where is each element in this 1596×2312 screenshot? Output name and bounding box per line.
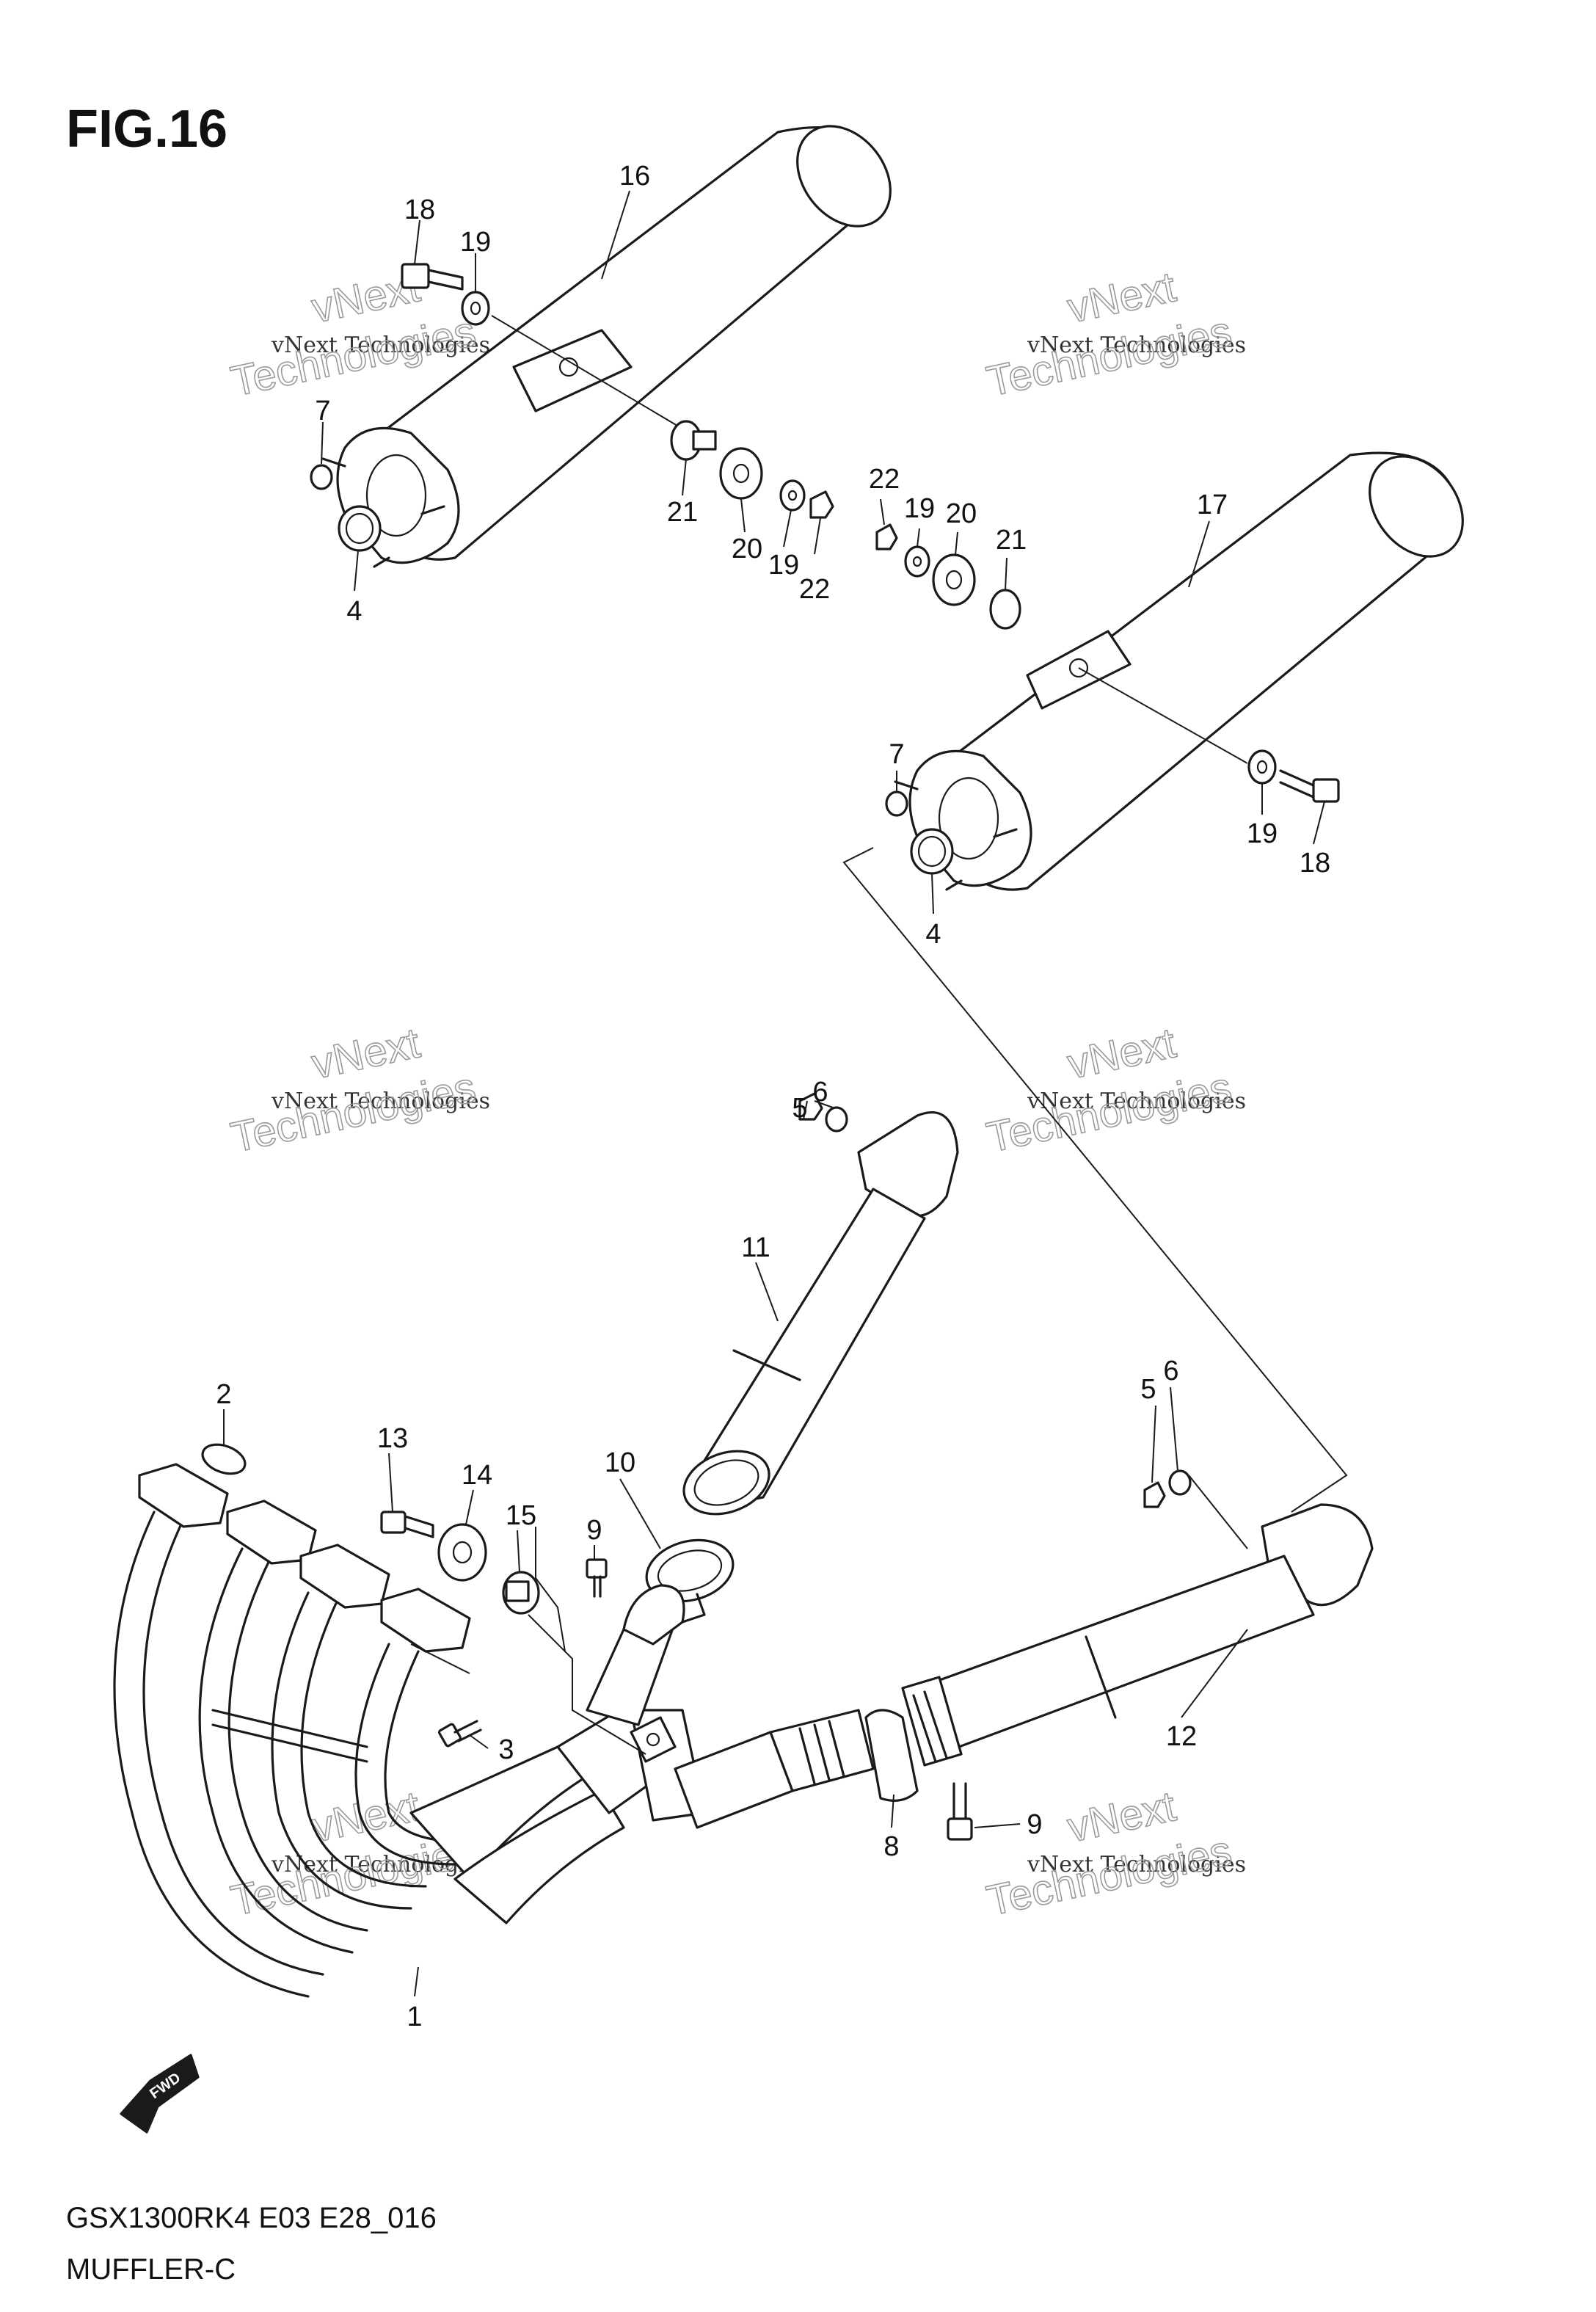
connecting-pipe-11 xyxy=(682,1092,959,1516)
callout-19: 19 xyxy=(904,493,935,524)
callout-2: 2 xyxy=(216,1379,231,1410)
muffler-right-hardware xyxy=(875,523,1340,875)
callout-21: 21 xyxy=(667,497,698,528)
callout-19: 19 xyxy=(1247,818,1278,849)
callout-20: 20 xyxy=(946,498,977,529)
callout-numbers: 18 19 16 7 4 21 20 19 22 22 19 20 21 17 … xyxy=(216,161,1330,2032)
connecting-pipe-12 xyxy=(901,1469,1374,1767)
watermark-text: vNext Technologies xyxy=(271,332,490,358)
callout-16: 16 xyxy=(619,161,650,192)
callout-7: 7 xyxy=(315,396,330,426)
watermark-text: vNext Technologies xyxy=(1027,1088,1246,1114)
callout-10: 10 xyxy=(605,1447,635,1478)
section-name-caption: MUFFLER-C xyxy=(66,2253,236,2286)
callout-3: 3 xyxy=(498,1734,514,1765)
callout-1: 1 xyxy=(407,2002,422,2032)
forward-direction-arrow: FWD xyxy=(120,2054,200,2134)
watermark-text: vNext Technologies xyxy=(1027,1852,1246,1877)
callout-4: 4 xyxy=(346,596,362,627)
callout-19: 19 xyxy=(460,227,491,258)
callout-4: 4 xyxy=(925,919,941,950)
callout-7: 7 xyxy=(889,739,904,770)
callout-13: 13 xyxy=(377,1423,408,1454)
callout-8: 8 xyxy=(883,1831,899,1862)
callout-15: 15 xyxy=(506,1500,536,1531)
watermark-text: vNext Technologies xyxy=(1027,332,1246,358)
callout-18: 18 xyxy=(404,195,435,225)
callout-22: 22 xyxy=(869,464,900,495)
bolt-9-lower xyxy=(947,1782,973,1841)
callout-9: 9 xyxy=(1027,1809,1042,1840)
callout-9: 9 xyxy=(586,1515,602,1546)
callout-leaders xyxy=(223,190,1325,1997)
callout-18: 18 xyxy=(1300,848,1330,879)
callout-17: 17 xyxy=(1197,490,1228,520)
callout-14: 14 xyxy=(462,1460,492,1491)
callout-11: 11 xyxy=(741,1232,770,1263)
exhaust-manifold-1 xyxy=(113,1463,875,1998)
muffler-left-hardware xyxy=(310,263,834,552)
callout-6: 6 xyxy=(812,1077,828,1108)
callout-5: 5 xyxy=(792,1093,807,1124)
callout-5: 5 xyxy=(1140,1374,1156,1405)
model-code-caption: GSX1300RK4 E03 E28_016 xyxy=(66,2202,437,2234)
sleeve-8 xyxy=(864,1709,919,1802)
callout-19: 19 xyxy=(768,550,799,581)
leader-line xyxy=(842,847,1348,1513)
small-parts-left xyxy=(201,1443,646,1755)
callout-6: 6 xyxy=(1163,1356,1178,1386)
callout-12: 12 xyxy=(1166,1721,1197,1752)
callout-22: 22 xyxy=(799,574,830,605)
muffler-right xyxy=(894,451,1464,891)
watermark-text: vNext Technologies xyxy=(271,1088,490,1114)
figure-title: FIG.16 xyxy=(66,100,227,159)
callout-21: 21 xyxy=(996,525,1027,556)
callout-20: 20 xyxy=(732,534,762,564)
